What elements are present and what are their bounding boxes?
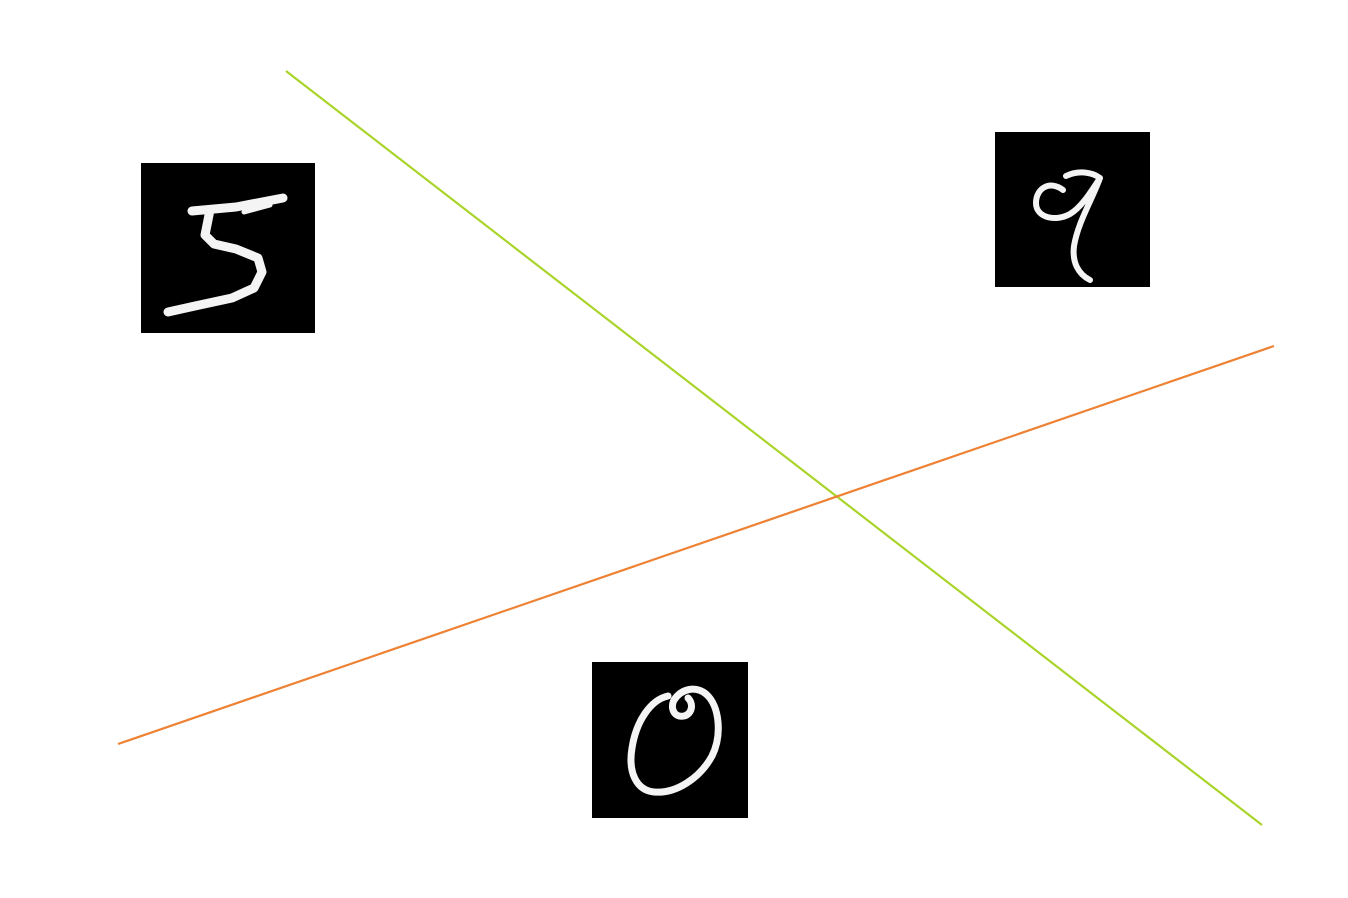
boundary-line-orange (117, 344, 1275, 746)
digit-0-stroke (627, 685, 722, 796)
digit-image-5 (141, 163, 315, 333)
digit-image-0 (592, 662, 748, 818)
boundary-line-green (285, 70, 1263, 826)
digit-9-stroke (1033, 169, 1103, 283)
digit-image-9 (995, 132, 1150, 287)
